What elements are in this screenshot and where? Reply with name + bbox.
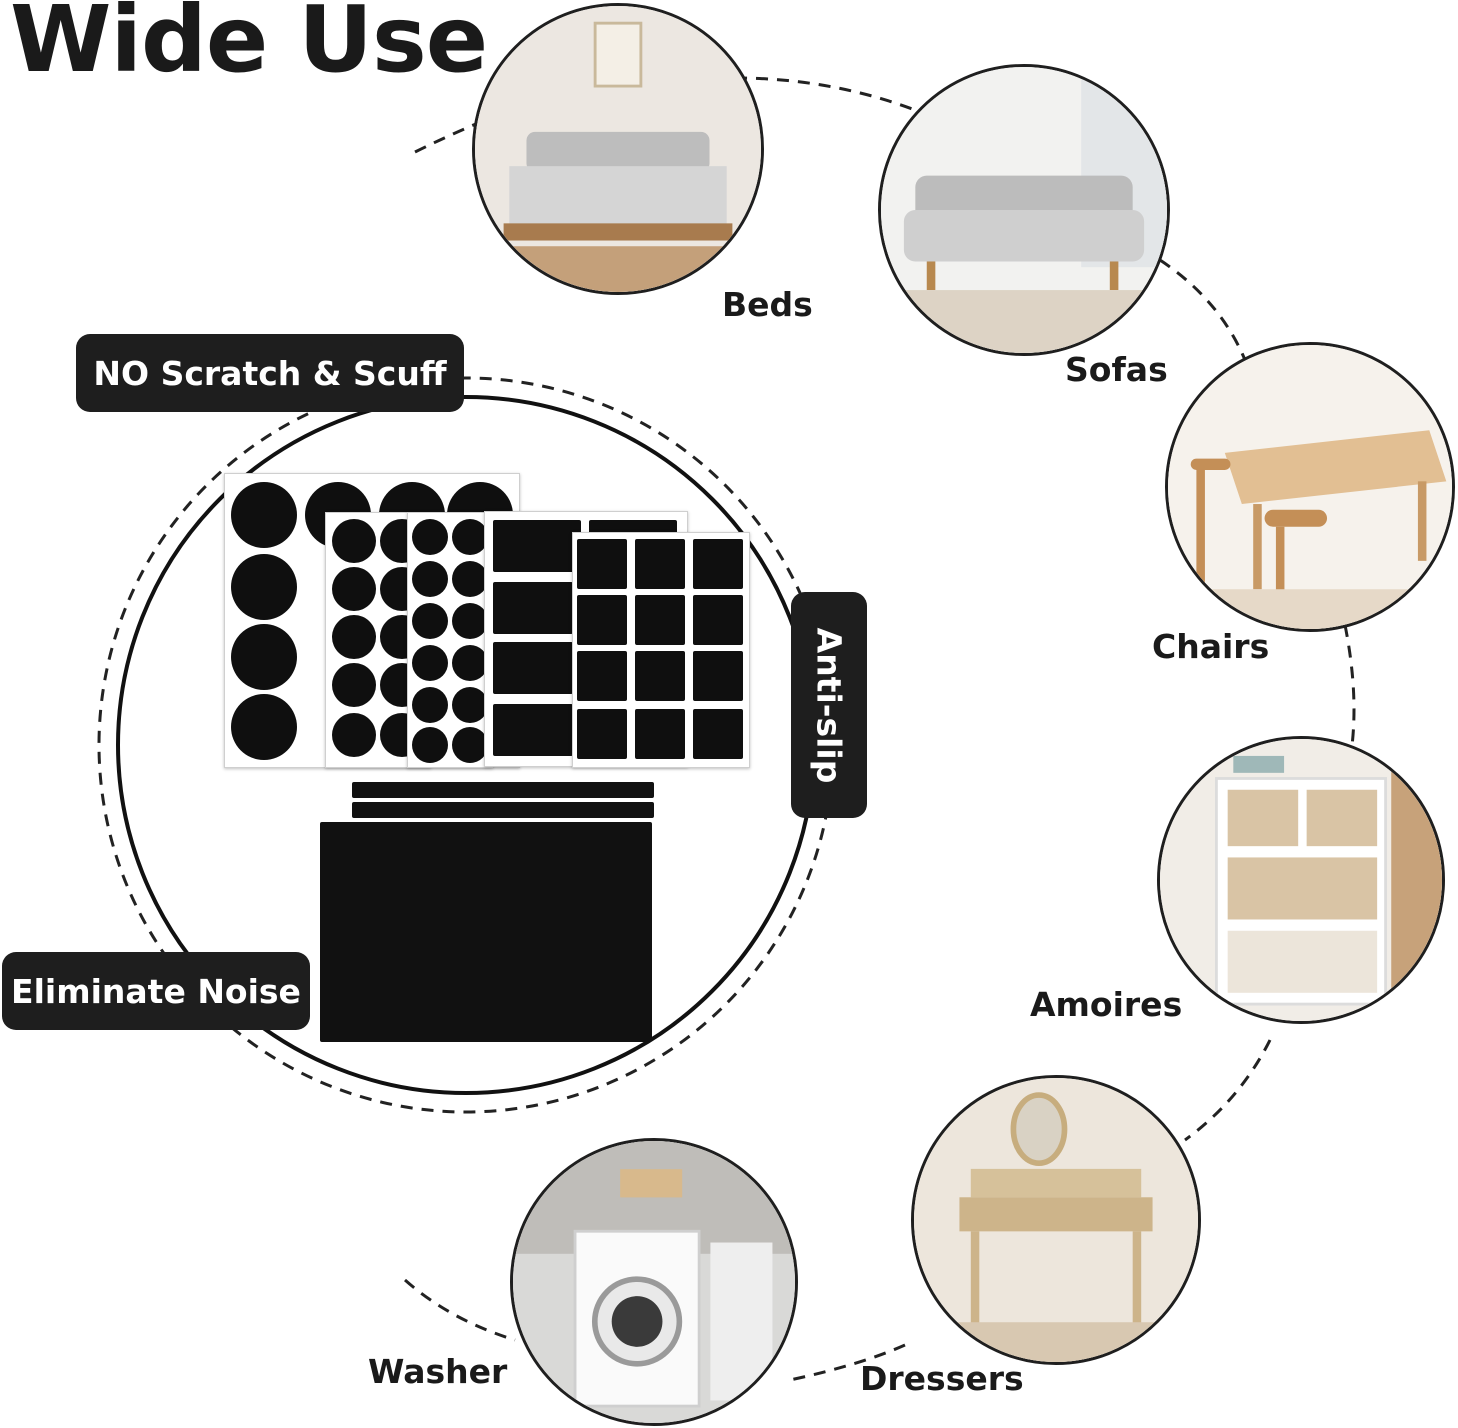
felt-pad (635, 595, 685, 645)
felt-pad (493, 582, 573, 634)
armoire-photo (1157, 736, 1445, 1024)
dresser-photo (911, 1075, 1201, 1365)
feature-no-scratch: NO Scratch & Scuff (76, 334, 464, 412)
felt-pad (693, 651, 743, 701)
felt-pad (693, 539, 743, 589)
felt-pad (452, 727, 488, 763)
use-label-sofas: Sofas (1065, 350, 1168, 389)
feature-no-scratch-label: NO Scratch & Scuff (93, 353, 447, 393)
felt-pad (693, 595, 743, 645)
felt-pad (452, 519, 488, 555)
felt-pad (412, 561, 448, 597)
felt-pad (452, 687, 488, 723)
washer-photo (510, 1138, 798, 1426)
felt-pad (452, 603, 488, 639)
felt-pad (231, 482, 297, 548)
felt-pad (493, 520, 581, 572)
page-title: Wide Use (10, 0, 488, 93)
felt-pad (493, 642, 573, 694)
square-pads-sheet (572, 532, 750, 768)
felt-pad (231, 554, 297, 620)
felt-pad (231, 694, 297, 760)
felt-sheet-large (320, 822, 652, 1042)
felt-pad (577, 595, 627, 645)
felt-pad (577, 709, 627, 759)
felt-strip (352, 782, 654, 798)
felt-pad (412, 603, 448, 639)
felt-pad (693, 709, 743, 759)
use-label-beds: Beds (722, 285, 813, 324)
felt-pad (493, 704, 573, 756)
felt-pad (332, 519, 376, 563)
felt-pad (412, 727, 448, 763)
felt-pad (332, 663, 376, 707)
felt-pad (332, 713, 376, 757)
feature-eliminate-noise-label: Eliminate Noise (11, 971, 301, 1011)
feature-anti-slip: Anti-slip (791, 592, 867, 818)
felt-pad (452, 561, 488, 597)
use-label-dressers: Dressers (860, 1359, 1024, 1398)
bed-photo (472, 3, 764, 295)
felt-pad (635, 709, 685, 759)
use-label-amoires: Amoires (1030, 985, 1183, 1024)
felt-pad (412, 519, 448, 555)
felt-pad (231, 624, 297, 690)
use-label-washer: Washer (368, 1352, 508, 1391)
felt-pad (635, 651, 685, 701)
felt-pad (452, 645, 488, 681)
felt-pad (332, 567, 376, 611)
felt-pad (412, 645, 448, 681)
feature-anti-slip-label: Anti-slip (809, 627, 849, 783)
felt-pad (412, 687, 448, 723)
felt-pad (577, 651, 627, 701)
sofa-photo (878, 64, 1170, 356)
felt-pad (589, 520, 677, 534)
felt-strip (352, 802, 654, 818)
chairs-photo (1165, 342, 1455, 632)
use-label-chairs: Chairs (1152, 627, 1270, 666)
felt-pad (577, 539, 627, 589)
felt-pad (332, 615, 376, 659)
feature-eliminate-noise: Eliminate Noise (2, 952, 310, 1030)
round-pads-sheet-small (407, 512, 493, 768)
felt-pad (635, 539, 685, 589)
